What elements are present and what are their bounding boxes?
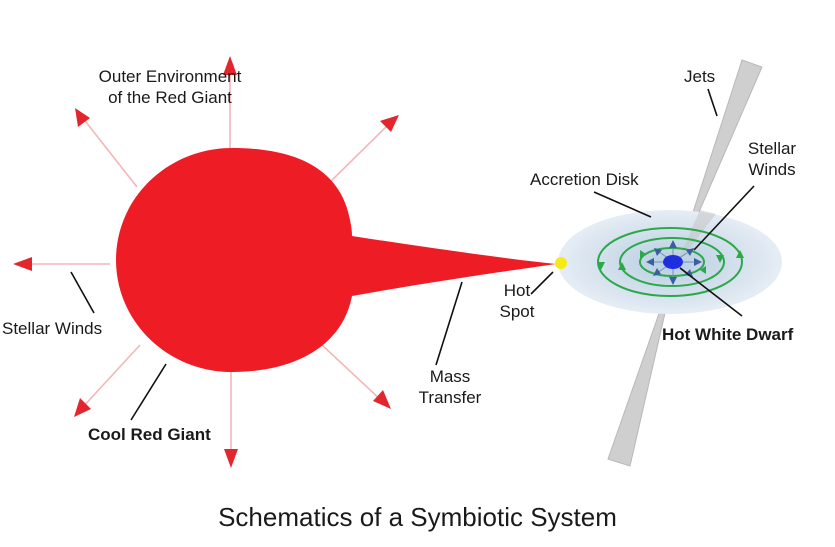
orbit-arrowhead-6 — [640, 250, 646, 258]
leader-jets — [707, 88, 718, 117]
wind-arrow-lower-left — [74, 344, 141, 417]
label-hot-white-dwarf: Hot White Dwarf — [662, 325, 794, 344]
leader-stellar-winds-right — [693, 185, 755, 251]
orbit-arrowhead-4 — [618, 262, 626, 270]
label-outer-environment: Outer Environment of the Red Giant — [98, 67, 242, 107]
red-giant — [116, 148, 556, 372]
red-giant-wind-arrows — [13, 56, 399, 468]
leader-hot-white-dwarf — [679, 267, 743, 317]
orbit-arrowhead-3 — [716, 255, 724, 263]
orbit-middle — [619, 237, 725, 287]
orbit-arrowhead-1 — [736, 250, 744, 258]
leader-mass-transfer — [435, 281, 463, 366]
label-cool-red-giant: Cool Red Giant — [88, 425, 211, 444]
wind-arrow-upper-left — [75, 108, 138, 188]
label-accretion-disk: Accretion Disk — [530, 170, 639, 189]
leader-lines — [70, 88, 755, 421]
orbit-arrowhead-2 — [597, 262, 605, 270]
wind-arrow-upper-right — [324, 115, 399, 188]
label-hot-spot: Hot Spot — [499, 281, 535, 321]
label-mass-transfer: Mass Transfer — [418, 367, 482, 407]
wind-arrow-lower-right — [321, 344, 391, 409]
hot-spot — [555, 257, 567, 269]
label-stellar-winds-left: Stellar Winds — [2, 319, 103, 338]
wind-arrow-down — [224, 370, 238, 468]
diagram-title: Schematics of a Symbiotic System — [218, 502, 617, 532]
orbit-arrowhead-5 — [700, 266, 706, 274]
label-stellar-winds-right: Stellar Winds — [747, 139, 797, 179]
leader-accretion-disk — [593, 191, 652, 218]
leader-hot-spot — [530, 271, 554, 295]
leader-cool-red-giant — [130, 363, 167, 421]
jet-overlay — [676, 210, 716, 265]
white-dwarf — [663, 255, 683, 269]
label-jets: Jets — [684, 67, 716, 86]
wind-arrow-up — [223, 56, 237, 150]
leader-stellar-winds-left — [70, 271, 95, 314]
wind-arrow-left — [13, 257, 110, 271]
